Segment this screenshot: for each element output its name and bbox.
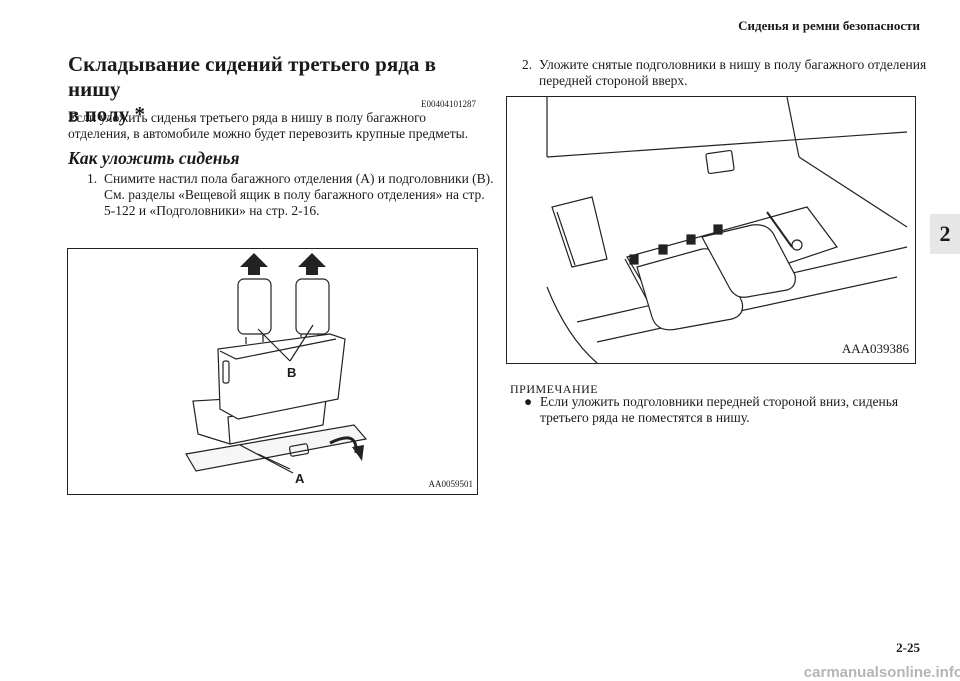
watermark: carmanualsonline.info [803, 664, 960, 681]
figure-1-id: AA0059501 [428, 479, 474, 489]
label-b: B [287, 365, 297, 380]
chapter-tab: 2 [930, 214, 960, 254]
step-1: 1. Снимите настил пола багажного отделен… [87, 171, 497, 235]
step-2-text: Уложите снятые подголовники в нишу в пол… [539, 57, 927, 88]
note-bullet: ● [524, 394, 533, 409]
intro-paragraph: Если уложить сиденья третьего ряда в ниш… [68, 110, 469, 141]
step-1-reference: См. разделы «Вещевой ящик в полу багажно… [104, 187, 485, 218]
procedure-heading: Как уложить сиденья [68, 148, 240, 168]
label-a: A [295, 471, 305, 486]
figure-headrests-in-well: AAA039386 [506, 96, 916, 364]
seat-illustration [185, 253, 368, 474]
step-1-number: 1. [87, 171, 98, 186]
step-2: 2. Уложите снятые подголовники в нишу в … [522, 57, 926, 91]
section-title: Складывание сидений третьего ряда в нишу… [68, 52, 468, 127]
figure-2-id: AAA039386 [841, 341, 909, 356]
step-1-text: Снимите настил пола багажного отделения … [104, 171, 494, 186]
section-code: E00404101287 [421, 99, 476, 109]
floor-well-illustration [546, 97, 908, 363]
note-text: Если уложить подголовники передней сторо… [540, 394, 899, 425]
page-number: 2-25 [896, 640, 920, 655]
section-title-line-2: в полу * [68, 102, 145, 126]
figure-seat-headrests: B A AA0059501 [67, 248, 478, 495]
note-heading: ПРИМЕЧАНИЕ [510, 382, 599, 396]
running-header: Сиденья и ремни безопасности [738, 18, 920, 33]
section-title-line-1: Складывание сидений третьего ряда в нишу [68, 52, 436, 101]
step-2-number: 2. [522, 57, 533, 72]
